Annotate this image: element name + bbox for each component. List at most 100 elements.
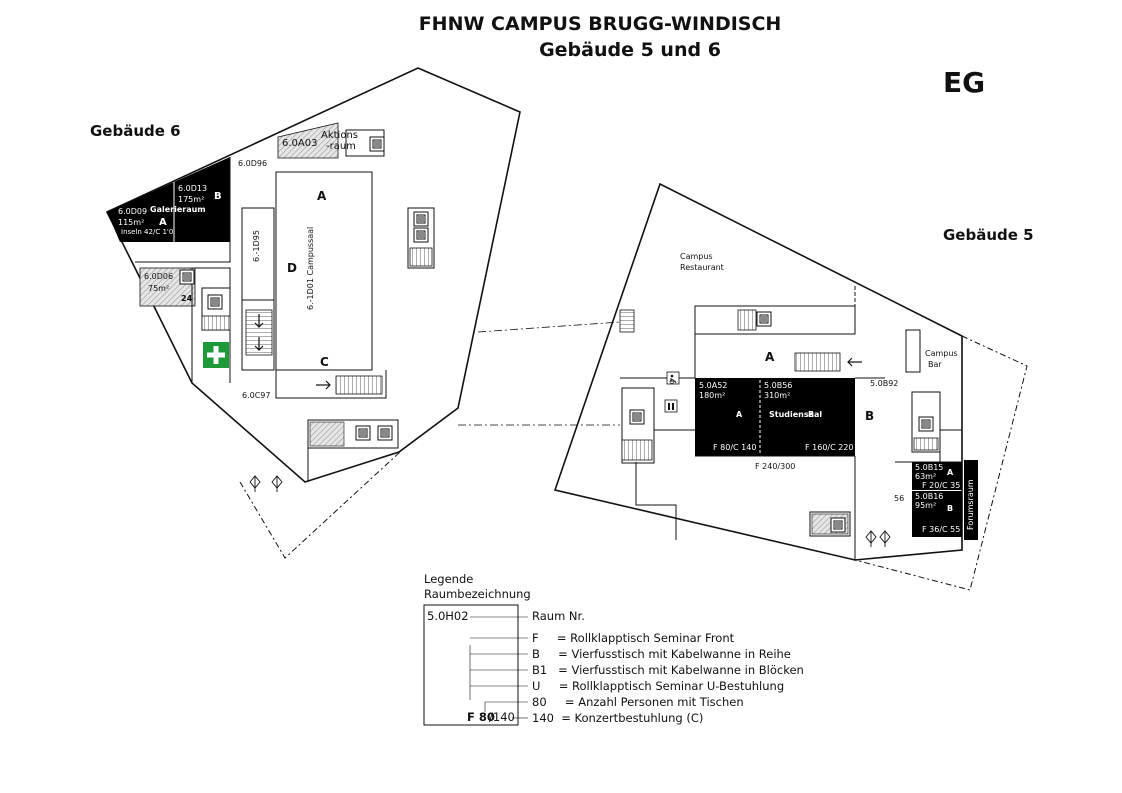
room-name: Studiensaal (769, 410, 823, 419)
building-5-label: Gebäude 5 (943, 226, 1034, 244)
elevator-icon (355, 425, 371, 441)
room-seats-total: F 240/300 (755, 462, 796, 471)
room-seats: F 36/C 55 (922, 525, 961, 534)
elevator-icon (413, 227, 429, 243)
room-label: -raum (326, 141, 356, 152)
room-5-0b15[interactable] (912, 462, 962, 490)
elevator-icon (377, 425, 393, 441)
elevator-icon (830, 517, 846, 533)
elevator-icon (918, 416, 934, 432)
room-area: 75m² (148, 284, 170, 293)
page-subtitle: Gebäude 5 und 6 (539, 39, 721, 61)
room-id: 6.0D09 (118, 207, 148, 216)
wheelchair-icon (666, 371, 680, 385)
room-part: B (947, 504, 954, 513)
restroom-icon (664, 399, 678, 413)
room-forumsraum[interactable] (964, 460, 978, 540)
building-5-annex (854, 335, 1028, 591)
room-seats: 24 (181, 294, 193, 303)
room-name: Bar (928, 360, 942, 369)
elevator-icon (756, 311, 772, 327)
room-name: Campus (680, 252, 713, 261)
room-seats: F 80/C 140 (713, 443, 757, 452)
room-6-0d09[interactable] (107, 182, 174, 242)
page-title: FHNW CAMPUS BRUGG-WINDISCH (418, 13, 782, 35)
room-part: B (808, 410, 815, 419)
legend-frame (423, 604, 528, 726)
legend-item: B = Vierfusstisch mit Kabelwanne in Reih… (532, 647, 791, 661)
room-5-0a52[interactable] (695, 378, 760, 456)
legend-item: 140 = Konzertbestuhlung (C) (532, 711, 704, 725)
stair (619, 309, 635, 333)
room-area: 175m² (178, 195, 205, 204)
building-5-outline (553, 182, 963, 561)
corridor-label: 6.0D96 (238, 159, 268, 168)
room-id: 6.0D06 (144, 272, 174, 281)
arrow-icon (254, 314, 331, 390)
room-id: 6.0A03 (282, 138, 318, 149)
room-area: 310m² (764, 391, 791, 400)
room-id: 5.0A52 (699, 381, 728, 390)
room-name: 6.-1D01 Campussaal (306, 226, 315, 310)
building-5-walls (620, 286, 962, 560)
corridor-label: 5.0B92 (870, 379, 899, 388)
legend-item: U = Rollklapptisch Seminar U-Bestuhlung (532, 679, 785, 693)
legend-sample-room: 5.0H02 (427, 609, 469, 623)
room-area: 180m² (699, 391, 726, 400)
elevator-icon (629, 409, 645, 425)
room-area: 115m² (118, 218, 145, 227)
room-name: Galerieraum (150, 205, 206, 214)
room-5-0b16[interactable] (912, 491, 962, 537)
stair-label: 6.-1D95 (252, 230, 261, 262)
room-seats: F 160/C 220 (805, 443, 854, 452)
first-aid-icon (203, 342, 229, 368)
room-label: Aktions (321, 130, 358, 141)
legend-item: 80 = Anzahl Personen mit Tischen (532, 695, 744, 709)
room-area: 95m² (915, 501, 937, 510)
stair (621, 439, 653, 461)
stair (794, 352, 841, 372)
room-name: Forumsraum (966, 479, 975, 530)
room-6-0d13[interactable] (174, 157, 230, 242)
room-id: 5.0B56 (764, 381, 793, 390)
elevator-icon (369, 136, 385, 152)
room-id: 5.0B15 (915, 463, 944, 472)
legend-sample-seats-rest: /140 (489, 710, 515, 724)
room-seats: Inseln 42/C 1'0 (121, 228, 174, 236)
elevator-icon (179, 269, 195, 285)
legend-subtitle: Raumbezeichnung (424, 587, 531, 601)
legend-item: B1 = Vierfusstisch mit Kabelwanne in Blö… (532, 663, 804, 677)
room-area: 63m² (915, 472, 937, 481)
section-label: A (765, 350, 775, 364)
legend-item: F = Rollklapptisch Seminar Front (532, 631, 735, 645)
room-part: A (159, 217, 167, 228)
legend-title: Legende (424, 572, 474, 586)
room-id: 5.0B16 (915, 492, 944, 501)
room-part: B (214, 191, 222, 202)
building-6-annex (239, 451, 401, 559)
floor-label: EG (943, 66, 986, 99)
section-label: A (317, 189, 327, 203)
door-icon (865, 530, 891, 547)
stair (737, 309, 757, 331)
building-6-label: Gebäude 6 (90, 122, 181, 140)
room-seats: F 20/C 35 (922, 481, 961, 490)
stair (201, 315, 231, 331)
stair (913, 437, 939, 451)
arrow-icon (847, 357, 862, 367)
legend-item: Raum Nr. (532, 609, 585, 623)
room-name: Restaurant (680, 263, 724, 272)
restroom-area (309, 421, 345, 447)
section-label: C (320, 355, 329, 369)
section-label: B (865, 409, 875, 423)
room-6-0a03[interactable] (277, 122, 339, 159)
room-part: A (736, 410, 743, 419)
connector-line (477, 321, 621, 333)
legend-sample-seats: F 80 (467, 710, 495, 724)
room-name: Campus (925, 349, 958, 358)
room-part: A (947, 468, 954, 477)
elevator-icon (207, 294, 223, 310)
stair (335, 375, 383, 395)
room-5-0b56[interactable] (760, 378, 855, 456)
